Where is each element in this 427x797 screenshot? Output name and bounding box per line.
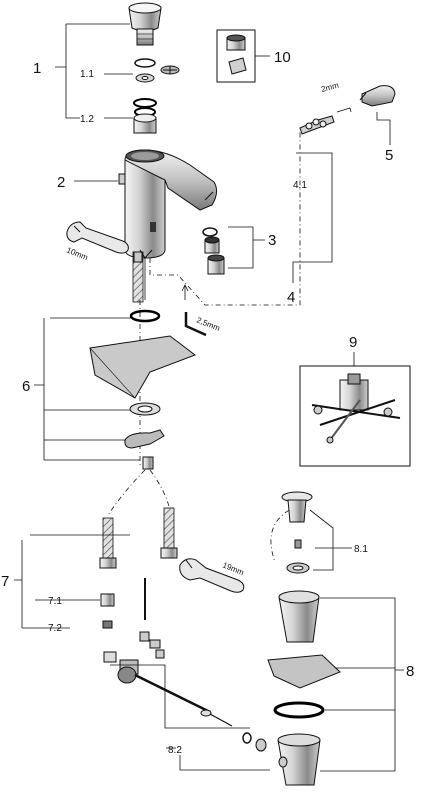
seal-rings-1-1 xyxy=(134,58,180,83)
label-3: 3 xyxy=(268,232,276,249)
label-4: 4 xyxy=(287,289,295,306)
label-6: 6 xyxy=(22,378,30,395)
leader-8 xyxy=(320,597,404,772)
wrench-19mm xyxy=(179,558,245,593)
label-1-1: 1.1 xyxy=(80,69,94,80)
flexible-hoses xyxy=(99,507,178,629)
label-8: 8 xyxy=(406,663,414,680)
wrench-10mm xyxy=(66,221,129,254)
label-4-1: 4.1 xyxy=(293,180,307,191)
label-7-1: 7.1 xyxy=(48,596,62,607)
label-8-1: 8.1 xyxy=(354,544,368,555)
leader-3 xyxy=(228,226,265,269)
label-10: 10 xyxy=(274,49,291,66)
aerator-set xyxy=(202,227,225,275)
cartridge-top xyxy=(128,2,162,46)
inset-box-10 xyxy=(216,29,270,83)
seal-rings-1-2 xyxy=(133,98,157,134)
cartridge-assembly xyxy=(128,2,180,134)
label-wrench-10mm: 10mm xyxy=(65,246,89,263)
label-9: 9 xyxy=(349,334,357,351)
label-8-2: 8.2 xyxy=(168,745,182,756)
label-hex-2-5mm: 2,5mm xyxy=(195,316,221,334)
faucet-body xyxy=(118,149,218,259)
hex-key-2-5mm xyxy=(184,312,207,337)
supply-rod xyxy=(132,249,153,465)
inset-box-9 xyxy=(299,352,411,467)
pop-up-linkage xyxy=(103,631,267,752)
label-2: 2 xyxy=(57,174,65,191)
leader-6 xyxy=(34,317,140,461)
leader-8-2 xyxy=(110,664,270,771)
hose-path xyxy=(107,469,171,516)
label-1-2: 1.2 xyxy=(80,114,94,125)
label-5: 5 xyxy=(385,147,393,164)
label-7-2: 7.2 xyxy=(48,623,62,634)
leader-8-1 xyxy=(309,509,352,571)
label-7: 7 xyxy=(1,573,9,590)
mounting-set xyxy=(89,309,197,470)
label-1: 1 xyxy=(33,60,41,77)
hose-line-4 xyxy=(149,130,333,306)
leader-1 xyxy=(55,23,133,119)
lever-handle xyxy=(359,85,396,107)
pop-up-drain xyxy=(267,491,341,786)
label-hex-2mm: 2mm xyxy=(320,81,340,94)
leader-5 xyxy=(376,112,391,145)
leader-7 xyxy=(14,534,130,629)
lift-rod-assembly xyxy=(299,107,352,135)
